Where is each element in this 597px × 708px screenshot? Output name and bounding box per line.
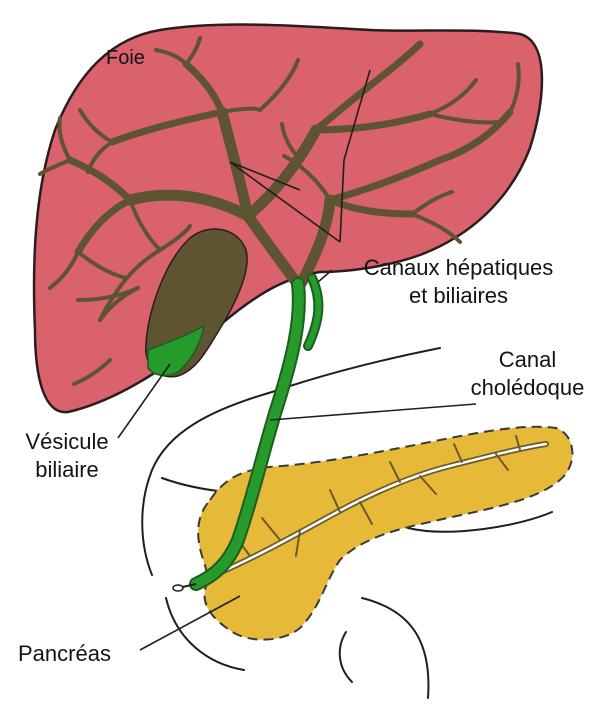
canal-leader xyxy=(270,404,476,420)
label-vesicule-line1: Vésicule xyxy=(6,428,128,456)
label-canal-choledoque: Canal cholédoque xyxy=(460,346,595,402)
label-foie: Foie xyxy=(106,46,145,70)
label-vesicule-biliaire: Vésicule biliaire xyxy=(6,428,128,484)
lower-intestine-outline xyxy=(362,598,428,698)
label-canaux-hepatiques: Canaux hépatiques et biliaires xyxy=(326,254,591,310)
label-canaux-line2: et biliaires xyxy=(326,282,591,310)
label-vesicule-line2: biliaire xyxy=(6,456,128,484)
label-canaux-line1: Canaux hépatiques xyxy=(326,254,591,282)
label-canal-line1: Canal xyxy=(460,346,595,374)
label-canal-line2: cholédoque xyxy=(460,374,595,402)
label-pancreas: Pancréas xyxy=(18,640,111,668)
pancreas xyxy=(198,427,572,640)
small-loop-outline xyxy=(340,632,352,682)
